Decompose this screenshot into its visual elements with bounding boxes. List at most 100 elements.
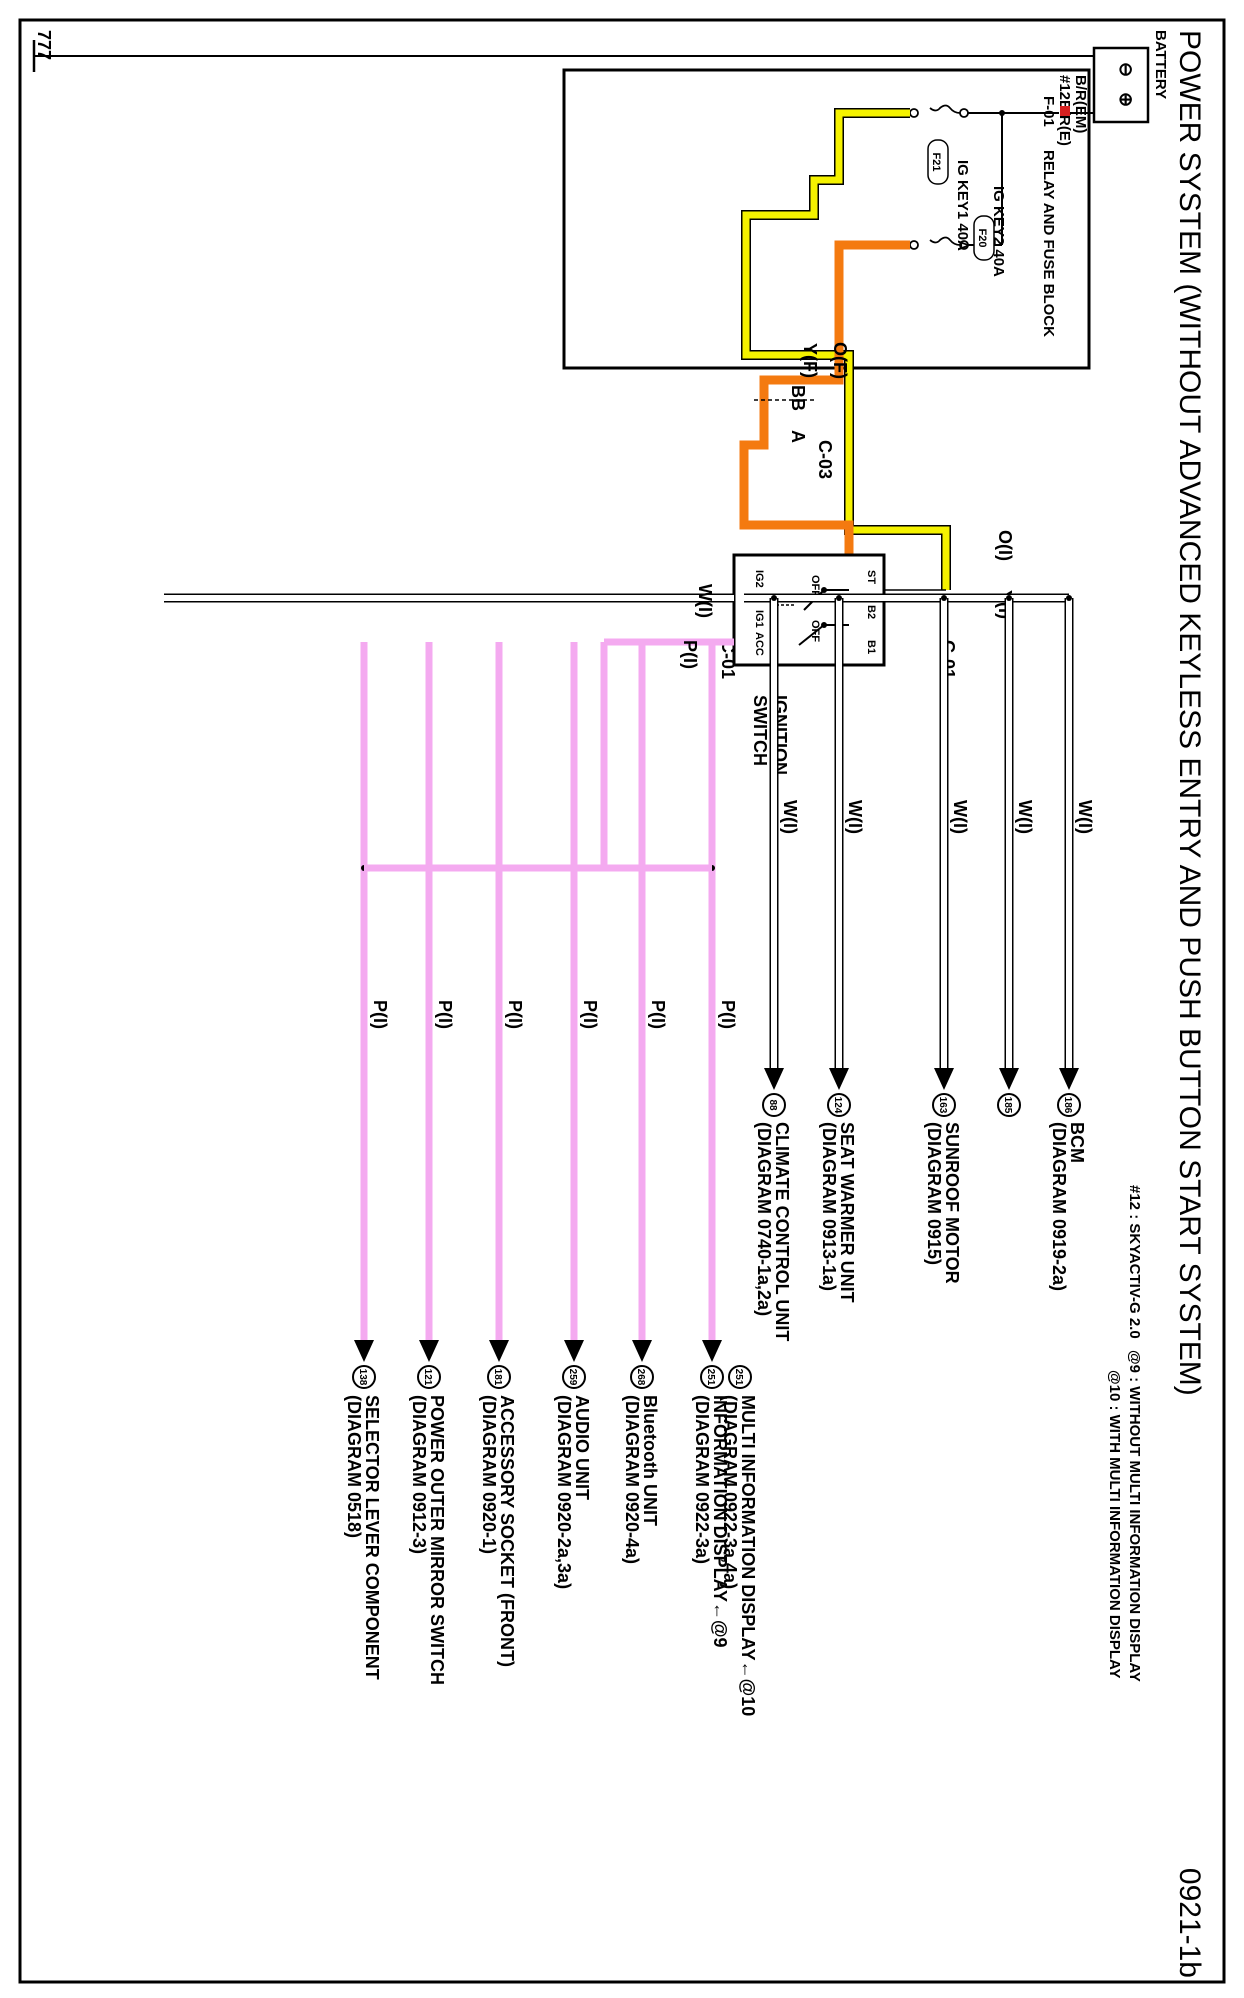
- c03-pin-a: A: [788, 430, 808, 443]
- branch-diagram: (DIAGRAM 0740-1a,2a): [754, 1122, 774, 1316]
- ignition-conn-bottom: C-01: [718, 640, 738, 679]
- note-without-mid: @9 : WITHOUT MULTI INFORMATION DISPLAY: [1126, 1350, 1143, 1682]
- ref-badge-251: [700, 1365, 724, 1389]
- branch-name: SUNROOF MOTOR: [942, 1122, 962, 1284]
- ref-number: 181: [492, 1369, 503, 1386]
- ignition-ig2: IG2: [753, 570, 765, 588]
- white-branch-185: W(I) 185: [997, 595, 1035, 1117]
- ref-number: 259: [567, 1369, 578, 1386]
- arrow-icon: [1059, 1068, 1079, 1090]
- arrow-icon: [419, 1340, 439, 1362]
- branch-name: SEAT WARMER UNIT: [837, 1122, 857, 1303]
- ignition-b2: B2: [865, 605, 877, 619]
- battery-label: BATTERY: [1152, 30, 1169, 99]
- arrow-icon: [764, 1068, 784, 1090]
- ref-number: 268: [635, 1369, 646, 1386]
- branch-name: MULTI INFORMATION DISPLAY←@10: [738, 1395, 758, 1716]
- wire-yellow: [741, 108, 951, 590]
- arrow-icon: [489, 1340, 509, 1362]
- ref-number: 163: [937, 1097, 948, 1114]
- ref-badge-268: [630, 1365, 654, 1389]
- ignition-ig1: IG1: [753, 610, 765, 628]
- ref-number: 88: [767, 1099, 778, 1111]
- wire-label-p-trunk: P(I): [680, 640, 700, 669]
- arrow-icon: [632, 1340, 652, 1362]
- wire-label-w-trunk: W(I): [695, 584, 715, 618]
- arrow-icon: [934, 1068, 954, 1090]
- wire-label-br-em: B/R(EM): [1072, 75, 1089, 133]
- fuse-block-label: RELAY AND FUSE BLOCK: [1040, 150, 1057, 337]
- ref-number: 121: [422, 1369, 433, 1386]
- wire-label-o-f: O(F): [830, 342, 850, 379]
- ref-badge-138: [352, 1365, 376, 1389]
- fuse-block-frame: [562, 68, 1091, 370]
- fuse1-id: F21: [930, 153, 942, 172]
- wire-label-p: P(I): [370, 1000, 390, 1029]
- ref-number: 185: [1002, 1097, 1013, 1114]
- ignition-st: ST: [865, 570, 877, 584]
- ignition-label-2: SWITCH: [750, 695, 770, 766]
- branch-name: CLIMATE CONTROL UNIT: [772, 1122, 792, 1341]
- ref-number: 251: [705, 1369, 716, 1386]
- wire-label-p: P(I): [505, 1000, 525, 1029]
- branch-name: Bluetooth UNIT: [640, 1395, 660, 1526]
- ignition-b1: B1: [865, 640, 877, 654]
- fuse2-label: IG KEY2 40A: [990, 186, 1007, 277]
- c03-label: C-03: [815, 440, 835, 479]
- ignition-off-1: OFF: [809, 575, 821, 597]
- wire-label-w-163: W(I): [950, 800, 970, 834]
- fuse-f20-icon: [929, 236, 961, 246]
- branch-name: AUDIO UNIT: [572, 1395, 592, 1500]
- ref-badge-181: [487, 1365, 511, 1389]
- page-frame: [18, 18, 1226, 1984]
- branch-name: SELECTOR LEVER COMPONENT: [362, 1395, 382, 1680]
- arrow-icon: [829, 1068, 849, 1090]
- arrow-icon: [999, 1068, 1019, 1090]
- ref-badge-259: [562, 1365, 586, 1389]
- wire-label-w-124: W(I): [845, 800, 865, 834]
- battery: BATTERY ⊖ ⊕: [34, 30, 1169, 124]
- branch-name: ACCESSORY SOCKET (FRONT): [497, 1395, 517, 1667]
- arrow-icon: [354, 1340, 374, 1362]
- branch-name: BCM: [1067, 1122, 1087, 1163]
- ref-badge-163: [932, 1093, 956, 1117]
- branch-name: INFORMATION DISPLAY←@9: [710, 1395, 730, 1648]
- ignition-acc: ACC: [753, 632, 765, 656]
- ref-number: 251: [733, 1369, 744, 1386]
- wire-label-y-f: Y(F): [800, 343, 820, 378]
- ref-number: 186: [1062, 1097, 1073, 1114]
- branch-diagram: (DIAGRAM 0912-3): [409, 1395, 429, 1554]
- wire-orange: [739, 240, 910, 590]
- diagram-number: 0921-1b: [1173, 1868, 1206, 1978]
- battery-minus-icon: ⊖: [1116, 62, 1136, 77]
- page-title: POWER SYSTEM (WITHOUT ADVANCED KEYLESS E…: [1173, 30, 1206, 1396]
- branch-diagram: (DIAGRAM 0913-1a): [819, 1122, 839, 1291]
- branch-diagram: (DIAGRAM 0919-2a): [1049, 1122, 1069, 1291]
- branch-diagram: (DIAGRAM 0518): [344, 1395, 364, 1538]
- arrow-icon: [564, 1340, 584, 1362]
- relay-fuse-block: RELAY AND FUSE BLOCK IG KEY1 40A F21 IG …: [562, 68, 1091, 370]
- connector-c03: BB A C-03: [754, 385, 835, 479]
- wire-label-w-88: W(I): [780, 800, 800, 834]
- wire-label-w-185: W(I): [1015, 800, 1035, 834]
- note-with-mid: @10 : WITH MULTI INFORMATION DISPLAY: [1106, 1370, 1123, 1679]
- fuse1-label: IG KEY1 40A: [954, 160, 971, 251]
- battery-box: [1092, 46, 1150, 124]
- fuse-f21-icon: [929, 104, 961, 114]
- c03-pin-bb: BB: [788, 385, 808, 411]
- branch-diagram: (DIAGRAM 0920-2a,3a): [554, 1395, 574, 1589]
- branch-diagram: (DIAGRAM 0915): [924, 1122, 944, 1265]
